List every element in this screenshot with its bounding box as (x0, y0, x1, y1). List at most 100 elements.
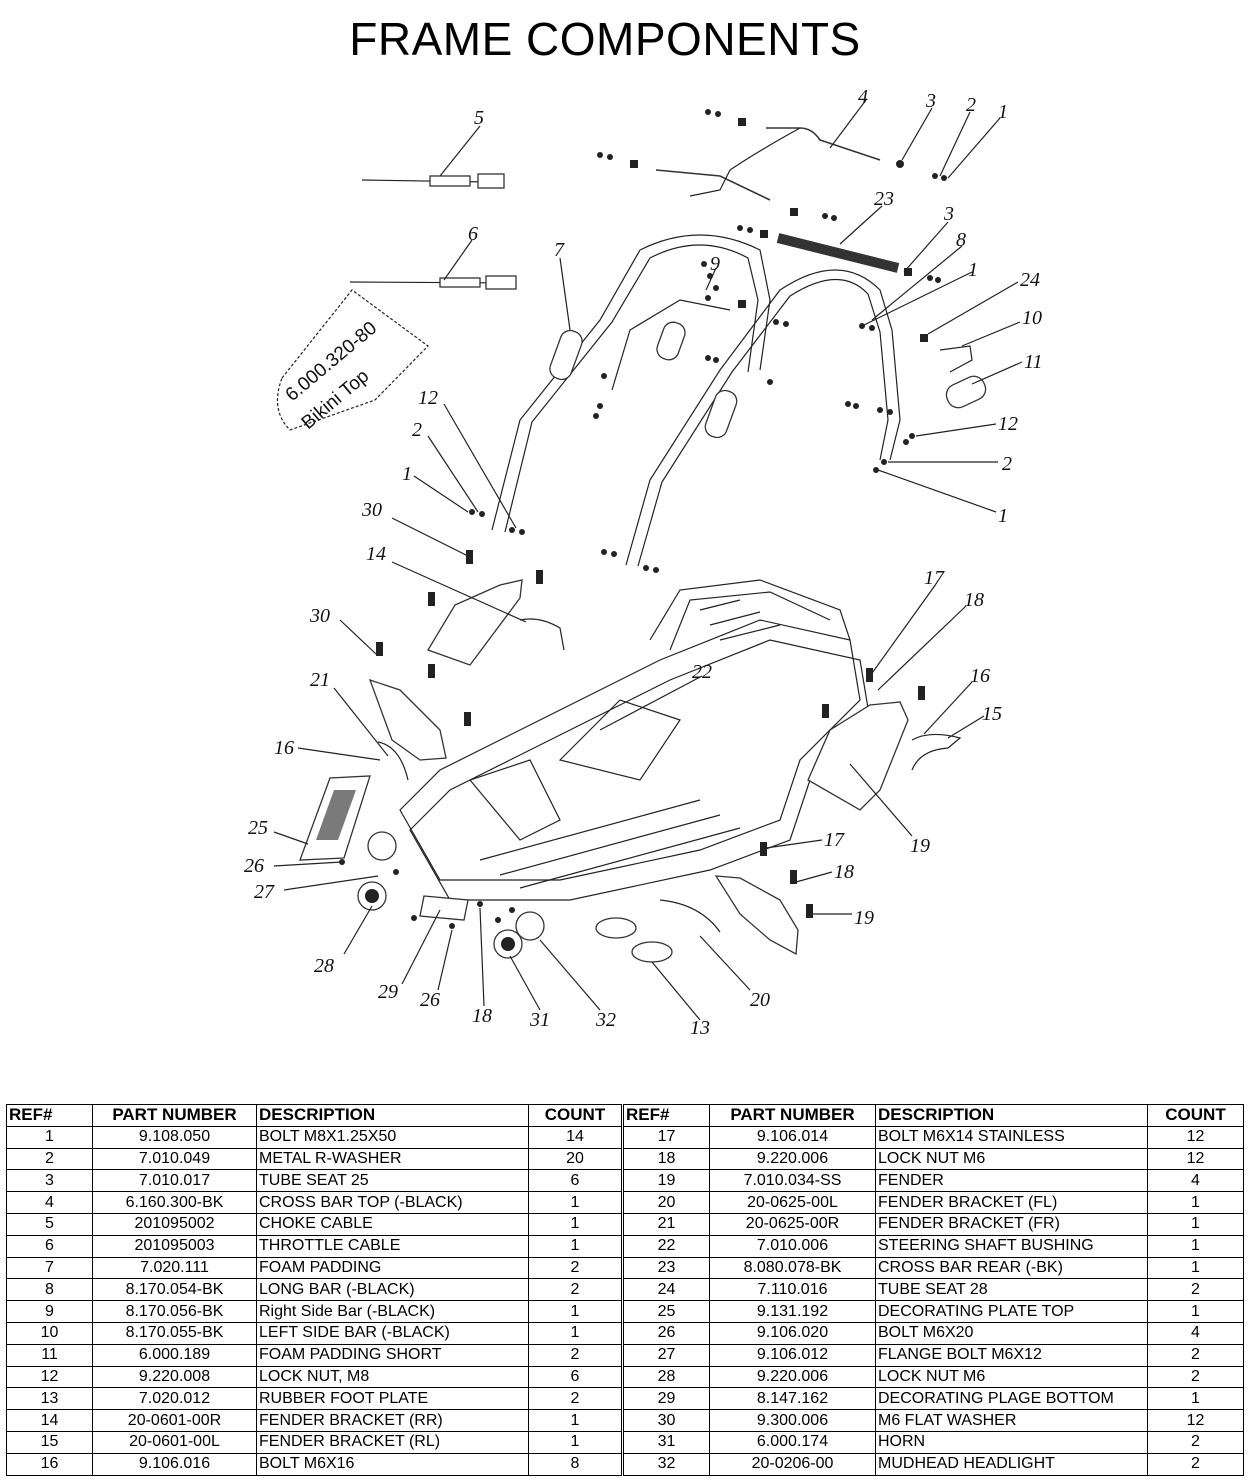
part-number-cell: 8.147.162 (709, 1387, 876, 1411)
part-number-cell: 6.000.174 (709, 1430, 876, 1454)
ref-cell: 28 (623, 1365, 710, 1389)
callout-24: 24 (1020, 269, 1040, 291)
count-cell: 2 (528, 1256, 622, 1280)
ref-cell: 27 (623, 1343, 710, 1367)
foam-padding (549, 329, 583, 381)
count-cell: 1 (528, 1300, 622, 1323)
callout-6: 6 (468, 223, 478, 245)
count-cell: 1 (528, 1409, 622, 1432)
description-cell: BOLT M6X20 (875, 1321, 1148, 1345)
foam-padding-short (945, 375, 987, 409)
ref-cell: 24 (623, 1278, 710, 1302)
count-cell: 1 (1147, 1191, 1244, 1214)
col-header-description: DESCRIPTION (256, 1104, 529, 1127)
ref-cell: 21 (623, 1212, 710, 1236)
count-cell: 14 (528, 1125, 622, 1149)
callout-17: 17 (924, 567, 945, 589)
part-number-cell: 9.106.016 (92, 1452, 257, 1476)
cross-bar-top (655, 127, 881, 201)
callout-3: 3 (925, 90, 936, 112)
exploded-frame-diagram: 6.000.320-80 Bikini Top (244, 86, 1043, 1039)
choke-cable (361, 173, 505, 189)
count-cell: 1 (528, 1430, 622, 1454)
part-number-cell: 7.010.017 (92, 1169, 257, 1193)
callout-2b: 2 (1002, 453, 1012, 475)
count-cell: 1 (1147, 1234, 1244, 1258)
description-cell: TUBE SEAT 25 (256, 1169, 529, 1193)
headlight-left (367, 831, 397, 861)
count-cell: 12 (1147, 1125, 1244, 1149)
callout-29: 29 (378, 981, 398, 1003)
ref-cell: 6 (6, 1234, 93, 1258)
callout-15: 15 (982, 703, 1002, 725)
description-cell: HORN (875, 1430, 1148, 1454)
part-number-cell: 9.108.050 (92, 1125, 257, 1149)
callout-9: 9 (710, 253, 720, 275)
part-number-cell: 8.170.054-BK (92, 1278, 257, 1302)
callout-30: 30 (361, 499, 382, 521)
description-cell: LOCK NUT, M8 (256, 1365, 529, 1389)
col-header-description: DESCRIPTION (875, 1104, 1148, 1127)
ref-cell: 11 (6, 1343, 93, 1367)
description-cell: M6 FLAT WASHER (875, 1409, 1148, 1432)
part-number-cell: 20-0601-00R (92, 1409, 257, 1432)
count-cell: 1 (528, 1234, 622, 1258)
headlight-right (515, 911, 545, 941)
callout-31: 31 (529, 1009, 550, 1031)
count-cell: 4 (1147, 1169, 1244, 1193)
count-cell: 8 (528, 1452, 622, 1476)
part-number-cell: 6.160.300-BK (92, 1191, 257, 1214)
ref-cell: 8 (6, 1278, 93, 1302)
part-number-cell: 9.131.192 (709, 1300, 876, 1323)
description-cell: BOLT M6X16 (256, 1452, 529, 1476)
callout-1: 1 (998, 101, 1008, 123)
leader-lines (273, 99, 1023, 1021)
description-cell: CROSS BAR REAR (-BK) (875, 1256, 1148, 1280)
callout-25: 25 (248, 817, 268, 839)
callout-26b: 26 (420, 989, 440, 1011)
part-number-cell: 6.000.189 (92, 1343, 257, 1367)
ref-cell: 1 (6, 1125, 93, 1149)
callout-12: 12 (418, 387, 438, 409)
callout-5: 5 (474, 107, 484, 129)
count-cell: 1 (528, 1191, 622, 1214)
part-number-cell: 9.220.008 (92, 1365, 257, 1389)
description-cell: FOAM PADDING SHORT (256, 1343, 529, 1367)
callout-18: 18 (964, 589, 984, 611)
count-cell: 2 (1147, 1343, 1244, 1367)
count-cell: 20 (528, 1147, 622, 1171)
fender-rear-right (427, 579, 523, 666)
part-number-cell: 8.080.078-BK (709, 1256, 876, 1280)
callout-8: 8 (956, 229, 966, 251)
callout-2c: 2 (412, 419, 422, 441)
part-number-cell: 20-0625-00L (709, 1191, 876, 1214)
callout-11: 11 (1024, 351, 1043, 373)
left-side-bar (939, 345, 973, 373)
description-cell: DECORATING PLATE TOP (875, 1300, 1148, 1323)
foam-padding-3 (656, 321, 686, 361)
callout-7: 7 (554, 239, 565, 261)
roll-cage (491, 234, 901, 567)
count-cell: 6 (528, 1365, 622, 1389)
callout-14: 14 (366, 543, 386, 565)
fender-front-right (368, 678, 447, 761)
count-cell: 2 (1147, 1452, 1244, 1476)
ref-cell: 12 (6, 1365, 93, 1389)
description-cell: THROTTLE CABLE (256, 1234, 529, 1258)
part-number-cell: 9.106.020 (709, 1321, 876, 1345)
part-number-cell: 201095003 (92, 1234, 257, 1258)
count-cell: 6 (528, 1169, 622, 1193)
